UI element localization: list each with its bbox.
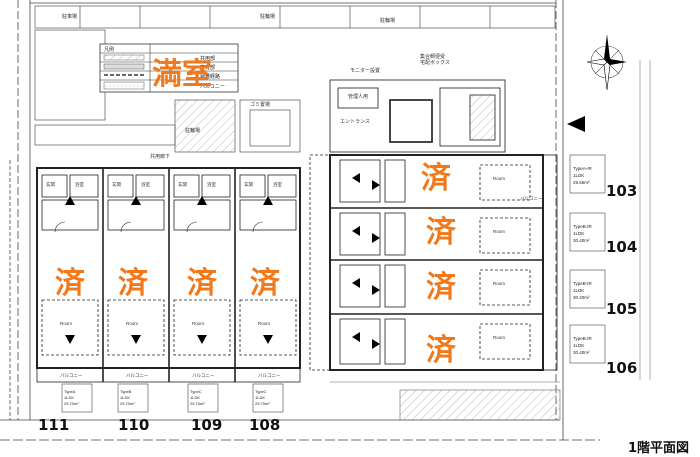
left-unit-entry-3: 玄関 <box>178 181 187 188</box>
left-balcony-label-2: バルコニー <box>126 373 149 378</box>
bottom-tag-3-plan: 1LDK <box>190 395 200 400</box>
left-unit-entry-1: 玄関 <box>46 181 55 188</box>
status-occupied-108: 済 <box>250 266 281 301</box>
street-area <box>330 381 561 421</box>
right-tag-3-type: TypeB-IR <box>573 281 593 286</box>
left-unit-bath-1: 浴室 <box>75 181 84 188</box>
status-occupied-104: 済 <box>426 215 457 250</box>
note-monitor: モニター設置 <box>350 67 380 74</box>
status-occupied-110: 済 <box>118 266 149 301</box>
note-mailbox: 集合郵便受 <box>420 53 445 60</box>
right-unit-room-label-4: Room <box>493 335 505 340</box>
lobby-block <box>329 79 506 153</box>
right-tag-4-area: 30.40m² <box>573 350 590 355</box>
bottom-unit-tags <box>61 383 284 413</box>
status-full-badge: 満室 <box>152 57 212 92</box>
status-occupied-111: 済 <box>55 266 86 301</box>
room-number-106: 106 <box>606 359 637 377</box>
right-tag-4-type: TypeB-IR <box>573 336 593 341</box>
note-parking-3: 駐輪場 <box>380 17 395 24</box>
status-occupied-106: 済 <box>426 333 457 368</box>
room-number-110: 110 <box>118 416 149 434</box>
legend-row-3: 避難経路 <box>200 73 220 80</box>
status-occupied-105: 済 <box>426 270 457 305</box>
bottom-tag-1-area: 29.70m² <box>64 401 79 406</box>
parking-area <box>34 5 556 153</box>
right-balcony-label: バルコニー <box>520 196 543 201</box>
bottom-tag-4-type: TypeC <box>255 389 267 394</box>
site-boundary <box>0 0 651 441</box>
left-unit-bath-2: 浴室 <box>141 181 150 188</box>
bottom-tag-3-type: TypeC <box>190 389 202 394</box>
bottom-tag-4-area: 29.70m² <box>255 401 270 406</box>
room-number-109: 109 <box>191 416 222 434</box>
left-balcony-label-3: バルコニー <box>192 373 215 378</box>
room-number-104: 104 <box>606 238 637 256</box>
status-occupied-103: 済 <box>421 161 452 196</box>
note-corridor: 共用廊下 <box>150 153 170 160</box>
left-balcony-label-1: バルコニー <box>60 373 83 378</box>
note-elevator: 管理人用 <box>348 93 368 100</box>
right-tag-1-plan: 1LDK <box>573 173 584 178</box>
legend-box: 凡例 共用部 専有部 避難経路 バルコニー <box>99 43 239 93</box>
status-occupied-109: 済 <box>187 266 218 301</box>
left-unit-bath-3: 浴室 <box>207 181 216 188</box>
left-unit-entry-2: 玄関 <box>112 181 121 188</box>
bottom-tag-4-plan: 1LDK <box>255 395 265 400</box>
right-tag-2-type: TypeB-IR <box>573 224 593 229</box>
right-tag-3-area: 30.40m² <box>573 295 590 300</box>
legend-row-1: 共用部 <box>200 55 215 62</box>
bottom-tag-2-type: TypeB <box>120 389 132 394</box>
legend-row-2: 専有部 <box>200 64 215 71</box>
legend-row-4: バルコニー <box>200 84 225 90</box>
left-unit-entry-4: 玄関 <box>244 181 253 188</box>
right-tag-1-type: TypeA-IR <box>573 166 593 171</box>
left-unit-room-label-4: Room <box>258 321 270 326</box>
left-unit-bath-4: 浴室 <box>273 181 282 188</box>
note-delivery: 宅配ボックス <box>420 59 450 66</box>
right-unit-tags <box>569 154 606 364</box>
left-building <box>36 167 301 383</box>
bottom-tag-3-area: 29.70m² <box>190 401 205 406</box>
right-tag-3-plan: 1LDK <box>573 288 584 293</box>
left-unit-room-label-2: Room <box>126 321 138 326</box>
note-bike: 駐輪場 <box>185 127 200 134</box>
right-tag-4-plan: 1LDK <box>573 343 584 348</box>
page-title: 1階平面図 <box>628 440 689 456</box>
note-parking-2: 駐輪場 <box>260 13 275 20</box>
north-arrow-icon <box>586 34 627 91</box>
room-number-108: 108 <box>249 416 280 434</box>
right-building <box>309 154 558 371</box>
right-unit-room-label-2: Room <box>493 229 505 234</box>
left-balcony-label-4: バルコニー <box>258 373 281 378</box>
entrance-arrow-icon <box>567 116 585 132</box>
note-entrance: エントランス <box>340 119 370 125</box>
note-garbage: ゴミ置場 <box>250 101 270 108</box>
left-unit-room-label-1: Room <box>60 321 72 326</box>
room-number-103: 103 <box>606 182 637 200</box>
bottom-tag-2-area: 29.70m² <box>120 401 135 406</box>
right-tag-1-area: 29.55m² <box>573 180 590 185</box>
right-unit-room-label-3: Room <box>493 281 505 286</box>
legend-heading: 凡例 <box>104 46 114 53</box>
bottom-tag-1-plan: 1LDK <box>64 395 74 400</box>
note-parking-1: 駐車場 <box>62 13 77 20</box>
right-unit-room-label-1: Room <box>493 176 505 181</box>
left-unit-room-label-3: Room <box>192 321 204 326</box>
room-number-105: 105 <box>606 300 637 318</box>
bottom-tag-1-type: TypeA <box>64 389 76 394</box>
room-number-111: 111 <box>38 416 69 434</box>
right-tag-2-area: 30.40m² <box>573 238 590 243</box>
right-tag-2-plan: 1LDK <box>573 231 584 236</box>
bottom-tag-2-plan: 1LDK <box>120 395 130 400</box>
